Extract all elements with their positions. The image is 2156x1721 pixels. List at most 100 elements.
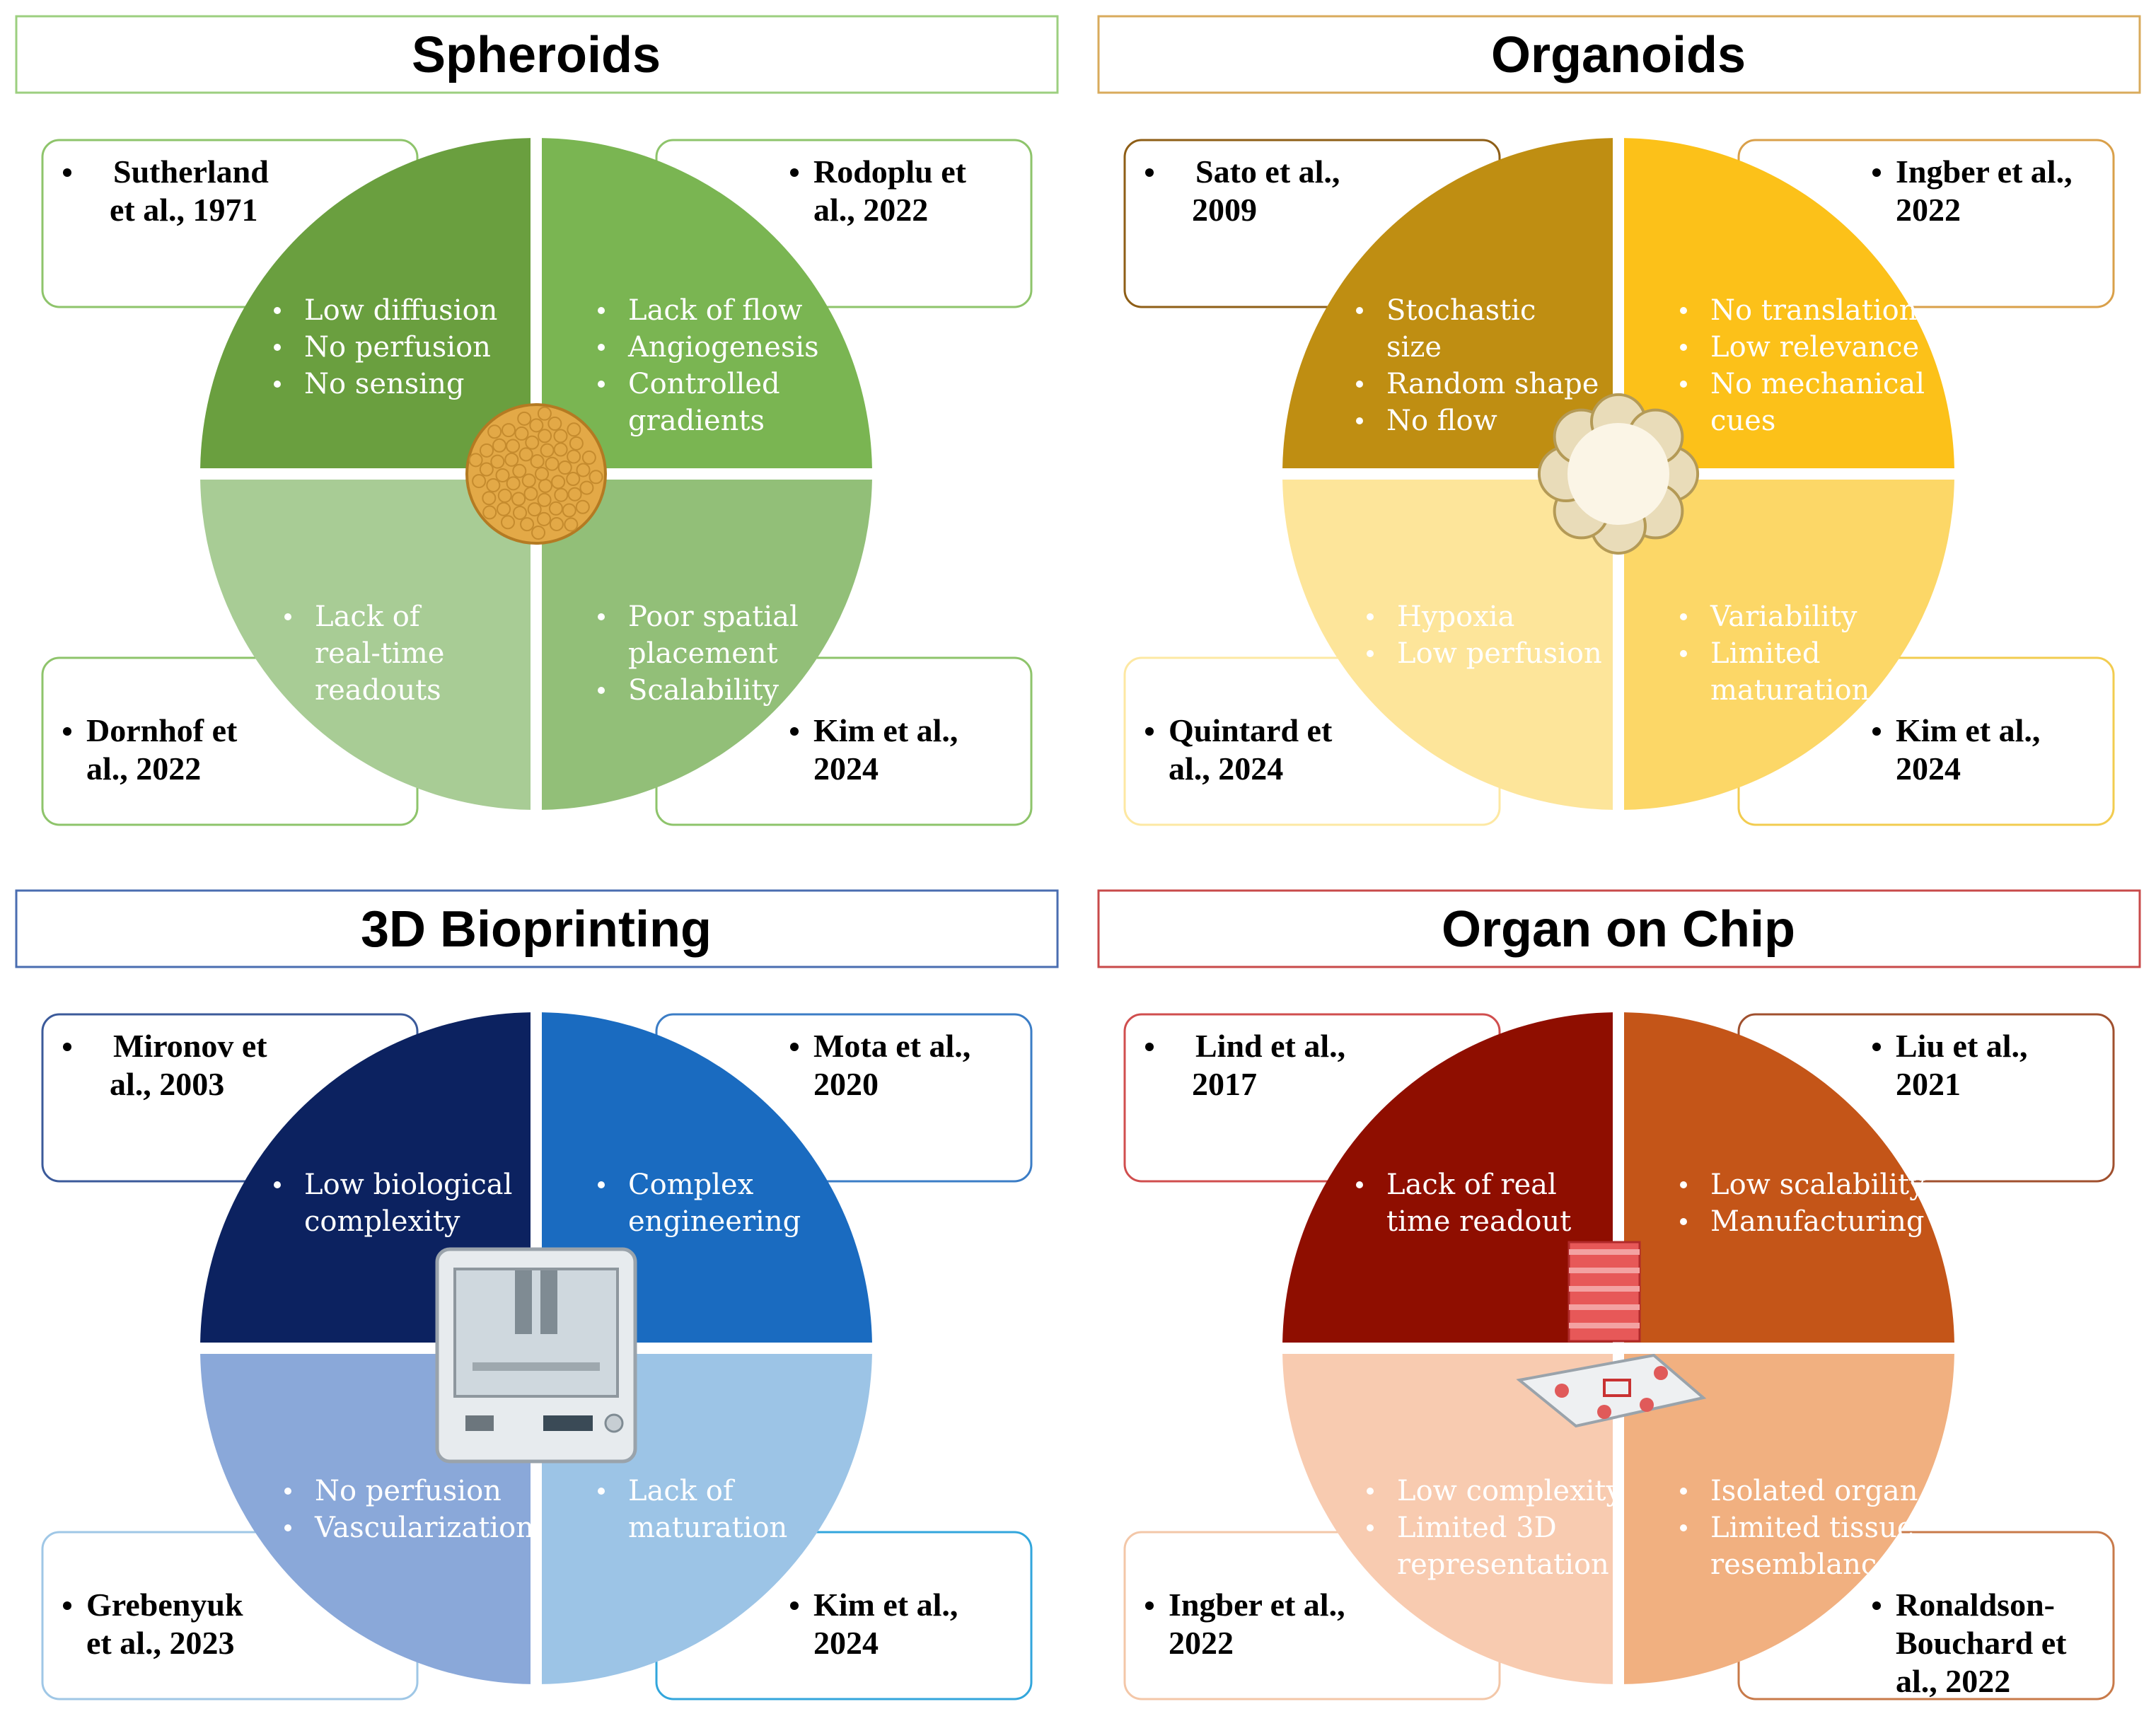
quadrant-bottom-right	[1624, 480, 1954, 810]
limitation-text: Random shape	[1386, 368, 1599, 400]
reference-text: al., 2003	[110, 1066, 224, 1102]
quadrant-top-right	[1624, 138, 1954, 468]
limitation-text: Vascularization	[314, 1512, 534, 1544]
quadrant-bottom-left	[1282, 480, 1613, 810]
panel-title: Organoids	[1491, 27, 1746, 83]
bullet-icon	[274, 381, 281, 388]
reference-text: Ingber et al.,	[1169, 1587, 1345, 1623]
reference-text: 2020	[813, 1066, 879, 1102]
limitation-text: Lack of	[315, 601, 422, 633]
quadrant-top-left	[200, 138, 531, 468]
limitation-text: Limited tissue	[1710, 1512, 1914, 1544]
bullet-icon	[598, 344, 605, 351]
reference-text: Dornhof et	[86, 712, 238, 748]
limitation-text: No flow	[1386, 405, 1497, 437]
reference-text: Kim et al.,	[1896, 712, 2040, 748]
limitation-text: Manufacturing	[1710, 1205, 1925, 1238]
reference-text: et al., 1971	[110, 192, 258, 228]
quadrant-top-left	[1282, 138, 1613, 468]
reference-text: 2024	[813, 751, 879, 787]
bullet-icon	[1872, 1601, 1881, 1610]
reference-text: et al., 2023	[86, 1625, 235, 1661]
bullet-icon	[1356, 381, 1363, 388]
limitation-text: maturation	[1710, 674, 1870, 707]
limitation-text: Limited 3D	[1397, 1512, 1557, 1544]
reference-text: Lind et al.,	[1195, 1028, 1345, 1064]
bullet-icon	[790, 1043, 799, 1051]
organ-chip-icon	[1516, 1241, 1707, 1428]
quadrant-top-left	[1282, 1012, 1613, 1343]
quadrant-top-right	[1624, 1012, 1954, 1343]
limitation-text: Stochastic	[1386, 294, 1536, 327]
bullet-icon	[1680, 1218, 1687, 1225]
reference-text: Sato et al.,	[1195, 153, 1340, 190]
reference-text: Quintard et	[1169, 712, 1333, 748]
limitation-text: gradients	[628, 405, 765, 437]
reference-text: Bouchard et	[1896, 1625, 2067, 1661]
reference-text: al., 2022	[86, 751, 201, 787]
reference-text: Mota et al.,	[813, 1028, 970, 1064]
bullet-icon	[1680, 307, 1687, 314]
bullet-icon	[284, 1488, 291, 1495]
limitation-text: Lack of flow	[628, 294, 802, 327]
bullet-icon	[1680, 650, 1687, 657]
limitation-text: Low perfusion	[1397, 637, 1602, 670]
limitation-text: engineering	[628, 1205, 801, 1238]
panel-title-box	[1097, 889, 2141, 968]
reference-text: al., 2024	[1169, 751, 1283, 787]
spheroid-icon	[465, 403, 607, 545]
reference-text: 2017	[1192, 1066, 1257, 1102]
limitation-text: Limited	[1710, 637, 1820, 670]
limitation-text: resemblance	[1710, 1548, 1894, 1581]
limitation-text: Low biological	[304, 1169, 512, 1201]
limitation-text: Low diffusion	[304, 294, 497, 327]
bullet-icon	[1356, 1181, 1363, 1188]
reference-text: Mironov et	[113, 1028, 267, 1064]
reference-text: 2021	[1896, 1066, 1961, 1102]
panel-title-box	[15, 889, 1059, 968]
bullet-icon	[1145, 1601, 1154, 1610]
bullet-icon	[598, 1181, 605, 1188]
bullet-icon	[274, 344, 281, 351]
reference-text: Sutherland	[113, 153, 269, 190]
limitation-text: readouts	[315, 674, 441, 707]
limitation-text: Variability	[1710, 601, 1857, 633]
limitation-text: Hypoxia	[1397, 601, 1514, 633]
quadrant-bottom-right	[542, 480, 872, 810]
bioprinter-icon	[435, 1247, 637, 1464]
bullet-icon	[1680, 613, 1687, 620]
limitation-text: Poor spatial	[628, 601, 799, 633]
limitation-text: No sensing	[304, 368, 464, 400]
reference-text: Kim et al.,	[813, 712, 958, 748]
bullet-icon	[598, 307, 605, 314]
quadrant-top-right	[542, 138, 872, 468]
limitation-text: No perfusion	[315, 1475, 502, 1507]
bullet-icon	[63, 1043, 71, 1051]
limitation-text: Complex	[628, 1169, 754, 1201]
bullet-icon	[1680, 1488, 1687, 1495]
limitation-text: Low scalability	[1710, 1169, 1925, 1201]
bullet-icon	[598, 613, 605, 620]
panel-title: Spheroids	[412, 27, 661, 83]
bullet-icon	[63, 727, 71, 736]
bullet-icon	[1356, 307, 1363, 314]
limitation-text: size	[1386, 331, 1442, 364]
quadrant-bottom-left	[1282, 1354, 1613, 1684]
limitation-text: Angiogenesis	[627, 331, 819, 364]
quadrant-bottom-left	[200, 480, 531, 810]
bullet-icon	[274, 1181, 281, 1188]
bullet-icon	[598, 381, 605, 388]
limitation-text: Controlled	[628, 368, 780, 400]
reference-text: Rodoplu et	[813, 153, 967, 190]
bullet-icon	[1367, 613, 1374, 620]
limitation-text: real-time	[315, 637, 444, 670]
limitation-text: time readout	[1386, 1205, 1571, 1238]
panel-title: 3D Bioprinting	[361, 901, 712, 958]
bullet-icon	[1680, 344, 1687, 351]
bullet-icon	[598, 687, 605, 694]
bullet-icon	[1680, 1181, 1687, 1188]
bullet-icon	[790, 1601, 799, 1610]
